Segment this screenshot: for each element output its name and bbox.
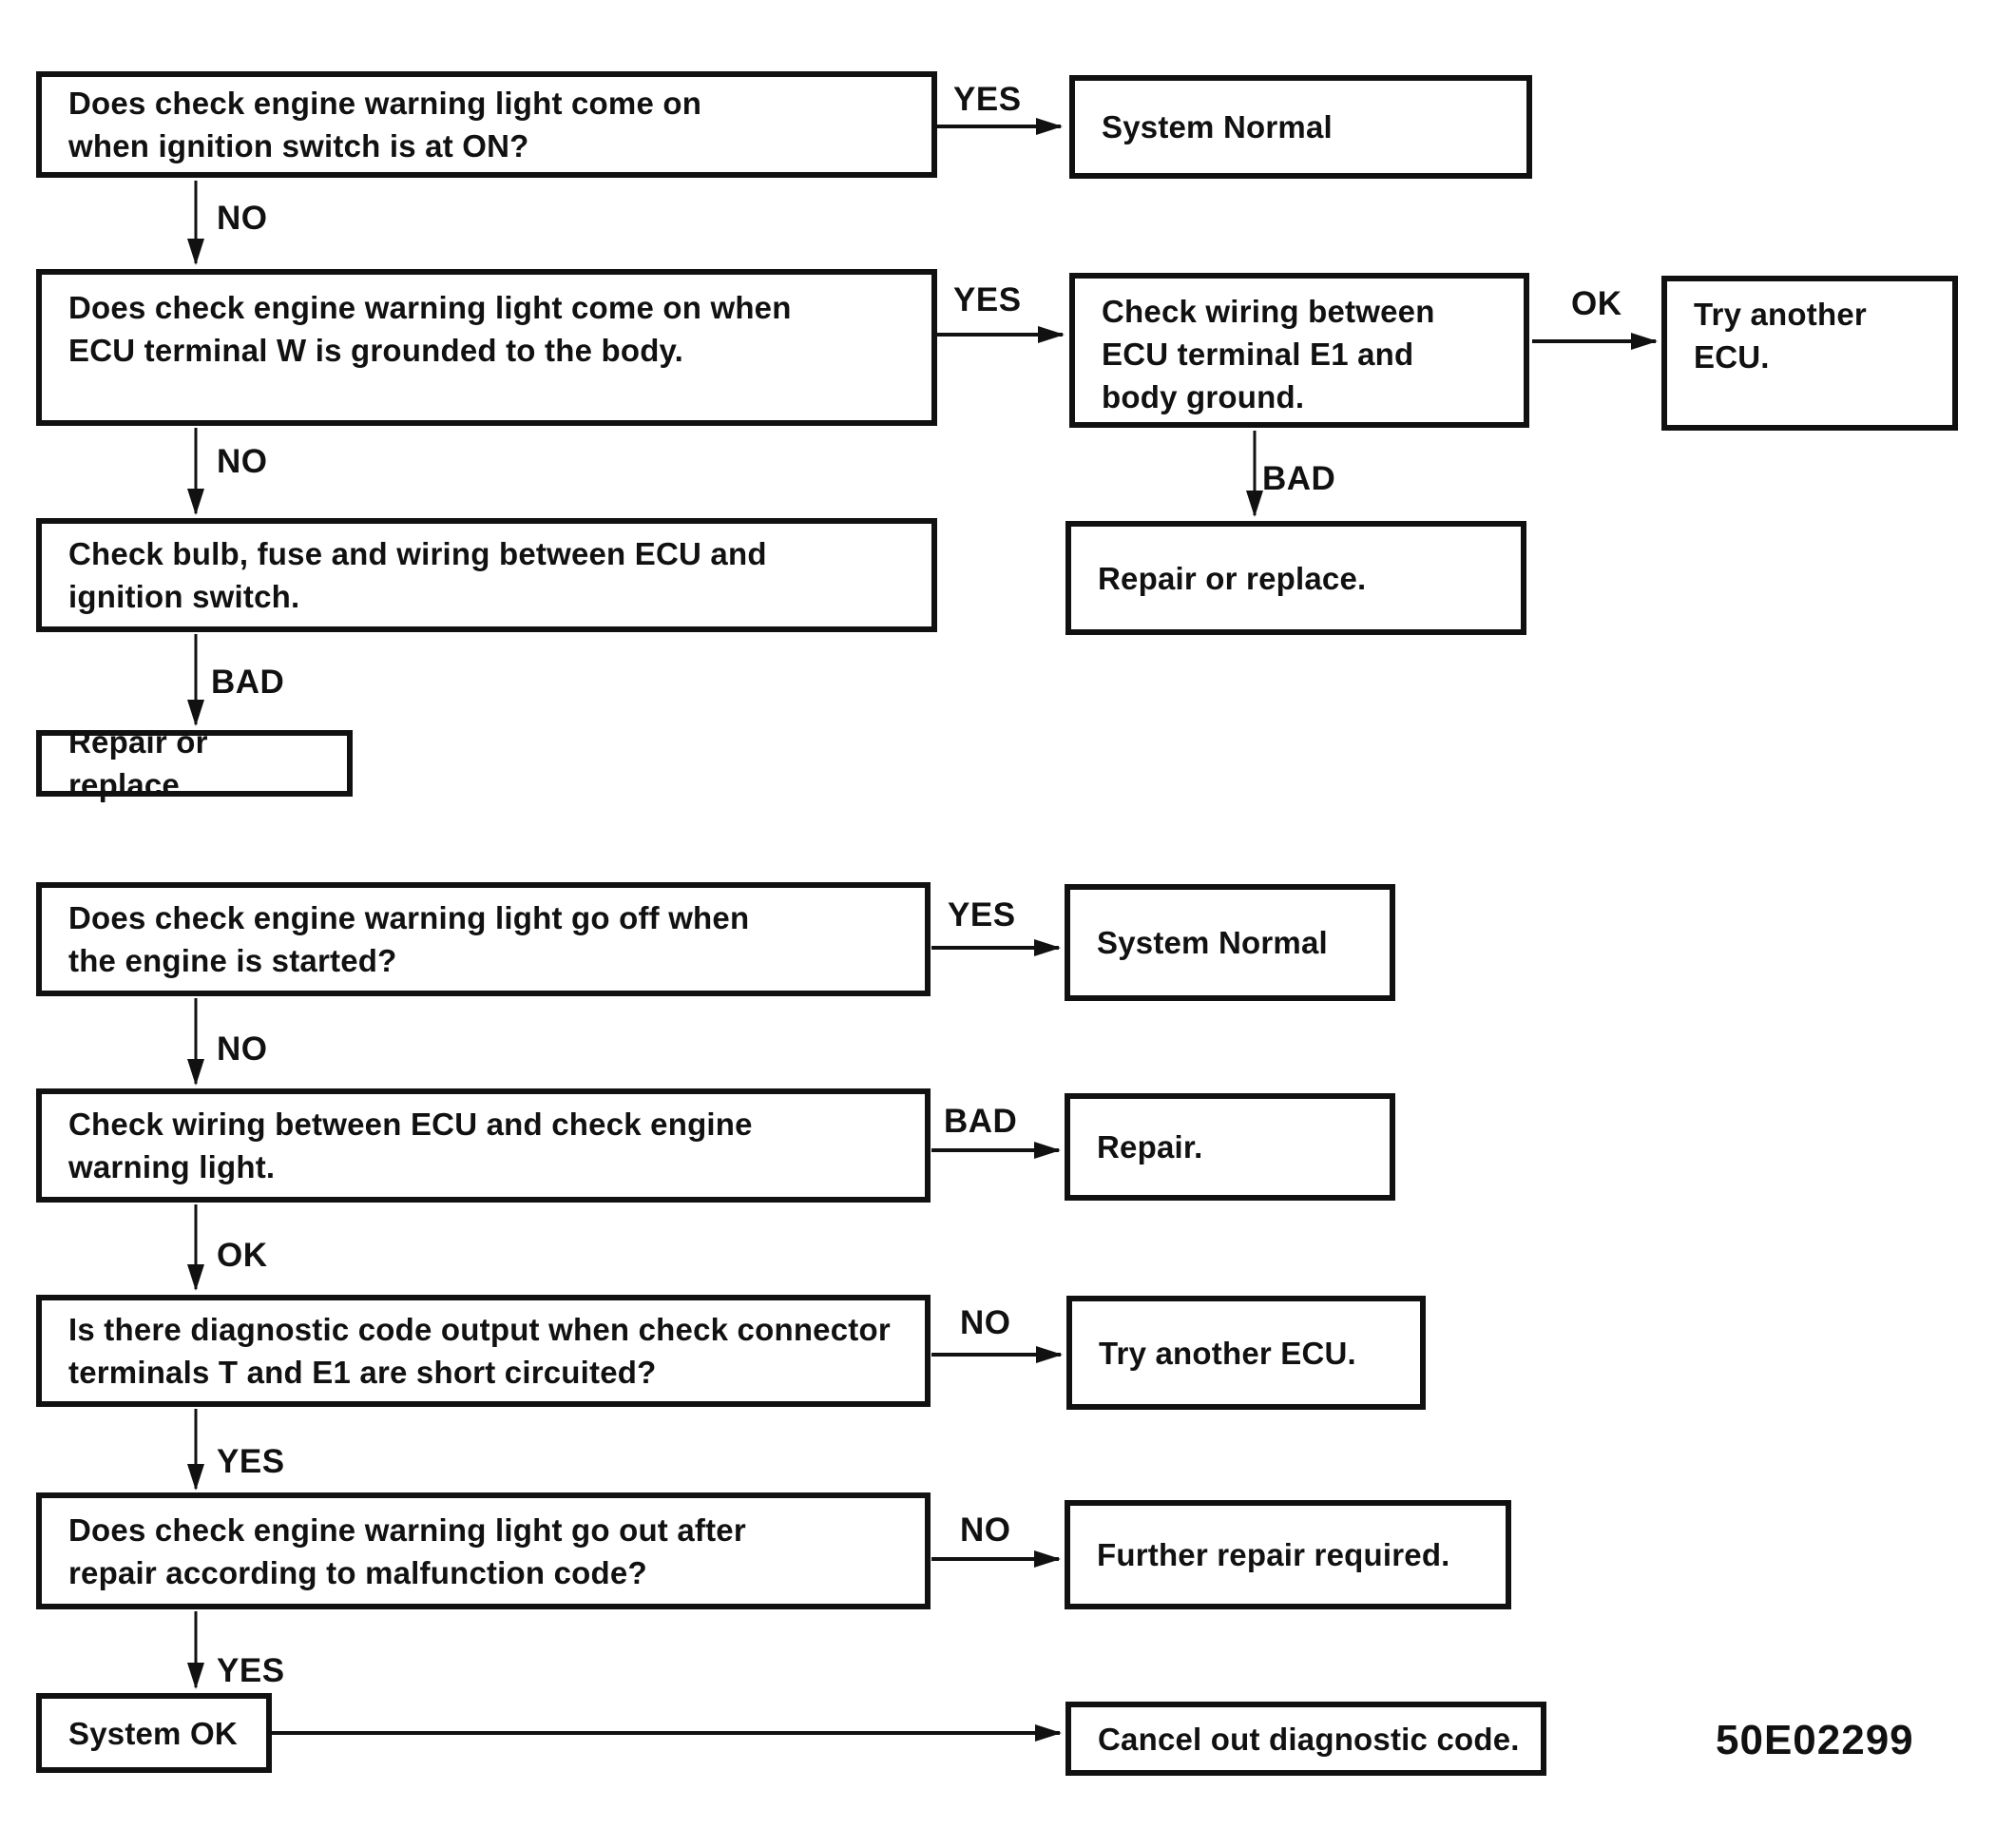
node-text: Cancel out diagnostic code. [1098,1721,1520,1757]
node-result-system-normal-2: System Normal [1065,884,1395,1001]
node-text: System Normal [1102,109,1333,144]
edge-label-no-1: NO [217,200,268,237]
node-result-further-repair-required: Further repair required. [1065,1500,1511,1609]
node-text: Does check engine warning light come on … [68,290,792,368]
node-action-check-wiring-warning-light: Check wiring between ECU and check engin… [36,1088,931,1203]
edge-label-no-3: NO [217,1030,268,1068]
edge-label-bad-1: BAD [1262,460,1336,497]
node-result-system-ok: System OK [36,1693,272,1773]
node-result-repair: Repair. [1065,1093,1395,1201]
edge-label-yes-3: YES [948,896,1016,934]
edge-label-ok-1: OK [1571,285,1622,322]
node-action-cancel-diagnostic-code: Cancel out diagnostic code. [1065,1702,1546,1776]
node-text: Does check engine warning light go out a… [68,1511,746,1590]
figure-code: 50E02299 [1716,1717,1914,1763]
node-text: Try another ECU. [1694,297,1867,375]
node-text: Is there diagnostic code output when che… [68,1312,891,1390]
node-result-try-another-ecu-1: Try another ECU. [1661,276,1958,431]
node-text: Repair or replace. [1098,560,1367,596]
node-action-check-bulb-fuse-wiring: Check bulb, fuse and wiring between ECU … [36,518,937,632]
node-text: Try another ECU. [1099,1335,1356,1371]
node-question-diagnostic-code-output: Is there diagnostic code output when che… [36,1295,931,1407]
node-result-system-normal-1: System Normal [1069,75,1532,179]
node-result-try-another-ecu-2: Try another ECU. [1066,1296,1426,1410]
node-text: Does check engine warning light come on … [68,86,702,164]
edge-label-yes-5: YES [217,1652,285,1689]
edge-label-no-4: NO [960,1304,1011,1341]
node-question-light-off-engine-started: Does check engine warning light go off w… [36,882,931,996]
edge-label-bad-3: BAD [944,1103,1018,1140]
node-text: Repair. [1097,1129,1203,1165]
node-text: Check wiring between ECU terminal E1 and… [1102,294,1435,414]
edge-label-bad-2: BAD [211,664,285,701]
node-text: Check bulb, fuse and wiring between ECU … [68,536,767,614]
node-result-repair-or-replace-right: Repair or replace. [1065,521,1526,635]
node-question-light-on-at-ignition: Does check engine warning light come on … [36,71,937,178]
node-question-light-out-after-repair: Does check engine warning light go out a… [36,1492,931,1609]
edge-label-yes-4: YES [217,1443,285,1480]
edge-label-yes-1: YES [953,81,1022,118]
node-text: Check wiring between ECU and check engin… [68,1107,753,1184]
edge-label-no-5: NO [960,1511,1011,1549]
node-text: Does check engine warning light go off w… [68,900,750,978]
node-text: Further repair required. [1097,1537,1450,1572]
node-question-terminal-w-grounded: Does check engine warning light come on … [36,269,937,426]
node-result-repair-or-replace-left: Repair or replace. [36,724,353,802]
edge-label-yes-2: YES [953,281,1022,318]
edge-label-ok-2: OK [217,1237,268,1274]
node-text: System Normal [1097,925,1328,960]
node-text: System OK [68,1715,238,1751]
node-text: Repair or replace. [68,724,208,802]
edge-label-no-2: NO [217,443,268,480]
node-action-check-wiring-e1: Check wiring between ECU terminal E1 and… [1069,273,1529,428]
